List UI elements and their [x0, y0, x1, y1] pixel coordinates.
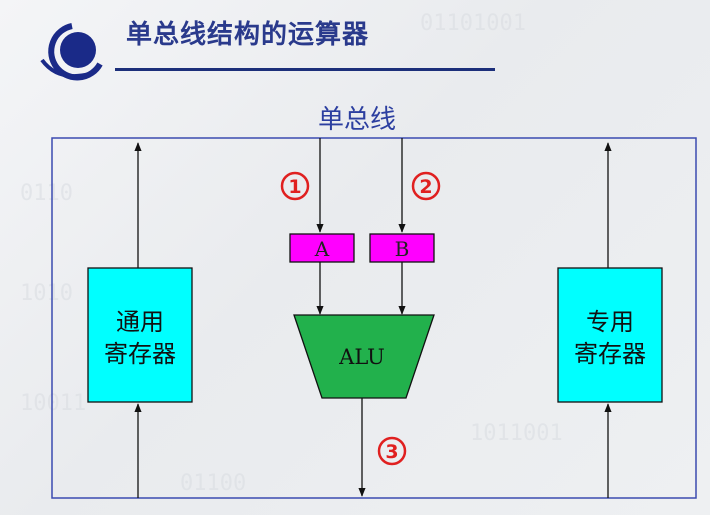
alu-shape [293, 314, 435, 399]
step-2-marker [411, 171, 441, 201]
logo-icon [40, 23, 103, 81]
step-1-marker [280, 171, 310, 201]
special-register-box [557, 267, 663, 403]
special-register-line2: 寄存器 [574, 340, 646, 368]
step-2-number: 2 [419, 176, 432, 198]
slide-title: 单总线结构的运算器 [126, 20, 370, 50]
latch-b-label: B [395, 237, 410, 261]
latch-a-label: A [314, 237, 330, 261]
general-register-line1: 通用 [116, 308, 164, 336]
bus-frame [51, 137, 697, 499]
title-underline [115, 68, 495, 71]
special-register-line1: 专用 [586, 308, 634, 336]
step-1-number: 1 [288, 176, 301, 198]
latch-a-box [289, 233, 355, 263]
alu-label: ALU [338, 345, 385, 369]
step-3-marker [377, 436, 407, 466]
bus-label: 单总线 [318, 105, 396, 135]
general-register-line2: 寄存器 [104, 340, 176, 368]
general-register-box [87, 267, 193, 403]
step-3-number: 3 [385, 441, 398, 463]
